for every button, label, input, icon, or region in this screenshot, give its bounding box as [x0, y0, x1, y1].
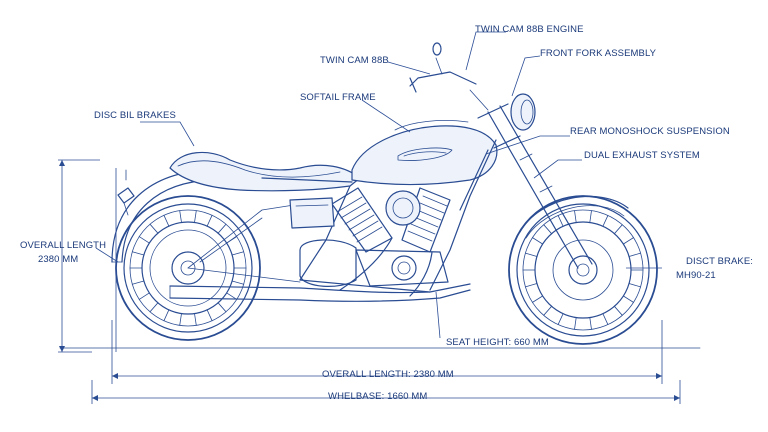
label-seat-height: SEAT HEIGHT: 660 MM [446, 337, 549, 348]
wheel-spoke [614, 224, 623, 235]
wheel-spoke [574, 317, 577, 330]
label-wheelbase: WHELBASE: 1660 MM [328, 391, 428, 402]
leader-lines [95, 31, 662, 339]
label-overall-length-left: OVERALL LENGTH [20, 240, 107, 251]
front-fork [477, 103, 629, 269]
wheel-spoke [623, 237, 634, 245]
wheel-spoke [131, 280, 145, 285]
label-disc-brake-right: DISCT BRAKE: [686, 256, 754, 267]
wheel-spoke [574, 210, 577, 223]
wheel-spoke [628, 252, 641, 257]
wheel-spoke [163, 214, 170, 227]
wheel-spoke [131, 251, 145, 256]
wheel-spoke [628, 283, 641, 288]
wheel-spoke [217, 302, 227, 313]
wheel-spoke [149, 223, 159, 234]
wheel-spoke [525, 283, 538, 288]
v-twin-engine [289, 187, 451, 287]
label-rear-monoshock-suspension: REAR MONOSHOCK SUSPENSION [570, 126, 730, 137]
label-disc-brake-right-value: MH90-21 [676, 270, 716, 281]
wheel-spoke [149, 302, 159, 313]
wheel-spoke [194, 210, 197, 223]
label-overall-length-bottom: OVERALL LENGTH: 2380 MM [322, 369, 454, 380]
wheel-spoke [589, 210, 592, 223]
wheel-spoke [557, 214, 564, 227]
label-twin-cam-engine: TWIN CAM 88B ENGINE [475, 24, 584, 35]
rear-wheel-spokes [129, 210, 247, 326]
wheel-spoke [138, 236, 150, 244]
fuel-tank [351, 120, 498, 186]
wheel-spoke [525, 252, 538, 257]
label-front-fork-assembly: FRONT FORK ASSEMBLY [540, 48, 657, 59]
wheel-spoke [543, 305, 552, 316]
dimension-lines [58, 159, 681, 404]
wheel-spoke [602, 214, 609, 227]
wheel-spoke [557, 313, 564, 326]
wheel-spoke [602, 313, 609, 326]
wheel-spoke [179, 313, 182, 326]
wheel-spoke [217, 223, 227, 234]
wheel-spoke [543, 224, 552, 235]
wheel-spoke [226, 292, 238, 300]
label-softail-frame: SOFTAIL FRAME [300, 92, 376, 103]
rear-wheel [115, 195, 261, 341]
wheel-spoke [532, 295, 543, 303]
wheel-spoke [231, 251, 245, 256]
wheel-spoke [138, 292, 150, 300]
wheel-spoke [163, 309, 170, 322]
seat [169, 151, 361, 192]
label-twin-cam: TWIN CAM 88B [320, 55, 389, 66]
wheel-spoke [589, 317, 592, 330]
wheel-spoke [532, 237, 543, 245]
wheel-spoke [194, 313, 197, 326]
headlight-and-handlebars [409, 42, 536, 131]
wheel-spoke [206, 214, 213, 227]
label-disc-brakes: DISC BIL BRAKES [94, 110, 176, 121]
wheel-spoke [614, 305, 623, 316]
exhaust [169, 237, 471, 302]
wheel-spoke [231, 280, 245, 285]
label-dual-exhaust-system: DUAL EXHAUST SYSTEM [584, 150, 700, 161]
front-wheel-spokes [522, 210, 644, 330]
wheel-spoke [179, 210, 182, 223]
wheel-spoke [206, 309, 213, 322]
wheel-spoke [623, 295, 634, 303]
label-overall-length-left-value: 2380 MM [38, 254, 79, 265]
